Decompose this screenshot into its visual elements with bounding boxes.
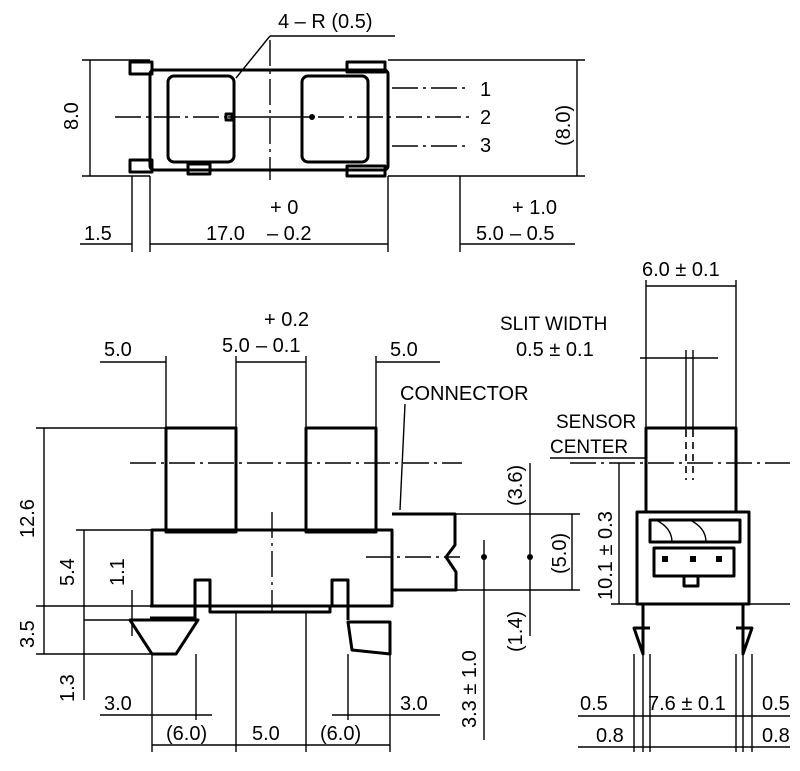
connector-bottom-ref: (1.4) [505,611,527,652]
bottom-left-label: (6.0) [166,723,207,745]
side-connector-curves [655,519,707,543]
bottom-right-label: (6.0) [320,723,361,745]
tab-bottom-mid [186,162,212,176]
length-label: 17.0 [206,223,245,245]
pin-dot-3 [716,556,722,562]
sensor-label-2: CENTER [550,437,628,458]
side-view: 6.0 ± 0.1 SLIT WIDTH 0.5 ± 0.1 SENSOR CE… [500,259,790,752]
gap-label: 5.0 [222,335,250,357]
tab-bottom-right [345,164,387,178]
dim-dot-a [481,554,487,560]
side-pin-right [736,604,754,656]
left-pin-label: 0.8 [596,725,624,747]
left-hook [128,618,200,656]
side-upper [644,426,738,514]
leg-left-width: 5.0 [104,339,132,361]
leg-right-width: 5.0 [390,339,418,361]
height-label: 8.0 [61,102,83,130]
connector-label: CONNECTOR [400,383,529,405]
left-clip [150,578,212,620]
connector-tol-lower: – 0.5 [510,223,554,245]
connector-tol-upper: + 1.0 [512,197,557,219]
bottom-height-label: 3.5 [17,620,39,648]
height-ref-label: (8.0) [553,105,575,146]
total-height-label: 12.6 [17,499,39,538]
side-left-offset: 0.5 [580,693,608,715]
leg-right [304,426,378,534]
right-clip [330,578,350,620]
window-right [300,74,370,164]
hook-height-label: 1.3 [57,674,79,702]
tab-top-right [345,60,387,74]
pin-2-label: 2 [480,107,491,129]
slit-label: SLIT WIDTH [500,314,607,335]
connector-body [392,512,458,592]
mount-right-label: 3.0 [400,693,428,715]
step-height-label: 1.1 [107,558,129,586]
window-left [166,74,236,164]
mount-left-label: 3.0 [104,693,132,715]
radius-leader [235,35,271,79]
connector-height-ref: (5.0) [549,533,571,574]
side-right-offset: 0.5 [762,693,790,715]
radius-note: 4 – R (0.5) [278,11,372,33]
pin-dot-2 [690,556,696,562]
connector-length-label: 5.0 [476,223,504,245]
side-pin-left [632,604,650,656]
side-latch [682,574,700,588]
tab-bottom-left [128,158,154,174]
connector-leader [399,403,406,511]
side-connector-top [648,518,742,544]
sensor-mark-left [224,112,234,122]
pin-1-label: 1 [480,79,491,101]
connector-top-ref: (3.6) [505,465,527,506]
right-hook [346,620,392,656]
top-view: 1 2 3 4 – R (0.5) 8.0 (8.0) 1.5 + 0 17.0… [61,11,585,252]
sensor-label-1: SENSOR [556,412,636,433]
top-body-outline [148,68,390,172]
slit-width-label: 0.5 ± 0.1 [516,339,594,361]
side-width-label: 6.0 ± 0.1 [642,259,720,281]
tab-top-left [128,60,154,76]
gap-tol-upper: + 0.2 [264,309,309,331]
right-pin-label: 0.8 [762,725,790,747]
sensor-mark-right [309,114,315,120]
left-offset-label: 1.5 [84,223,112,245]
body-step [150,604,392,614]
length-tol-lower: – 0.2 [267,223,311,245]
gap-tol-lower: – 0.1 [256,335,300,357]
leg-left [164,426,238,534]
sensor-height-label: 10.1 ± 0.3 [595,511,617,600]
body-height-label: 5.4 [57,558,79,586]
front-view: CONNECTOR 5.0 + 0.2 5.0 – 0.1 5.0 12.6 5… [17,309,580,752]
pin-length-label: 3.3 ± 1.0 [459,650,481,728]
bottom-center-label: 5.0 [252,723,280,745]
dim-dot-b [527,554,533,560]
length-tol-upper: + 0 [270,197,298,219]
pin-dot-1 [662,556,668,562]
pin-3-label: 3 [480,135,491,157]
pin-spacing-label: 7.6 ± 0.1 [648,693,726,715]
